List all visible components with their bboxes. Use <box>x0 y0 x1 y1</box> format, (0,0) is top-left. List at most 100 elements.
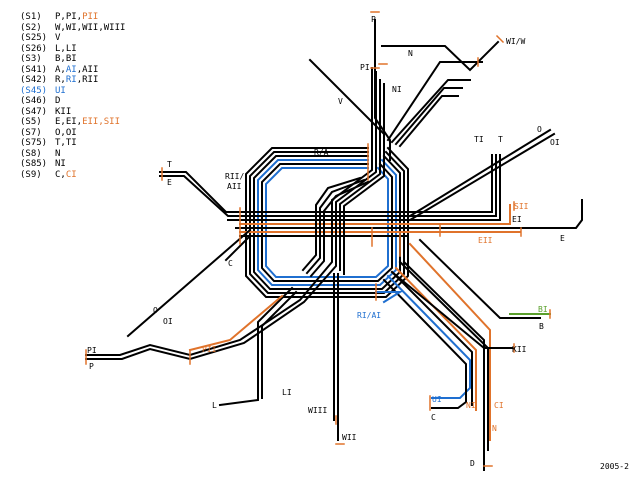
ne-line <box>381 40 500 72</box>
sw-line <box>224 234 252 262</box>
label-b: B <box>539 322 544 331</box>
north-east-lines <box>381 40 500 148</box>
ew-line <box>235 199 583 229</box>
legend-row: (S85)NI <box>20 159 125 170</box>
label-ni-bottom: NI <box>466 401 476 410</box>
se-line <box>402 260 485 471</box>
ring-line <box>245 146 409 298</box>
se-line <box>382 278 467 409</box>
se-line <box>390 270 473 406</box>
legend-branch-names: N <box>55 148 61 159</box>
label-e-left: E <box>167 178 172 187</box>
legend-line-code: (S45) <box>20 85 48 96</box>
ns-line-orange <box>188 294 284 352</box>
legend-branch-names: NI <box>55 159 66 169</box>
legend-line-code: (S47) <box>20 106 48 117</box>
se-line <box>390 270 515 349</box>
ew-line-orange <box>239 204 511 225</box>
label-p-left: P <box>89 362 94 371</box>
ns-line <box>308 58 386 136</box>
legend-branch-names: V <box>55 33 61 43</box>
legend-line-code: (S3) <box>20 54 42 64</box>
label-ei: EI <box>512 215 522 224</box>
ns-line <box>339 79 381 271</box>
legend-row: (S5)E,EI,EII,SII <box>20 117 125 128</box>
label-ci: CI <box>494 401 504 410</box>
legend-line-code: (S1) <box>20 12 42 22</box>
legend-branch-names: W,WI,WII,WIII <box>55 22 126 33</box>
legend-row: (S45)UI <box>20 86 125 97</box>
label-t-left: T <box>167 160 172 169</box>
label-wi-w: WI/W <box>506 37 525 46</box>
label-e-right: E <box>560 234 565 243</box>
legend-branch-names: CI <box>65 169 77 180</box>
legend-branch-names: PII <box>82 12 99 22</box>
legend-line-code: (S25) <box>20 33 48 43</box>
legend-branch-names: KII <box>55 106 72 117</box>
label-pi-left: PI <box>87 346 97 355</box>
ns-line <box>374 19 391 161</box>
legend-row: (S7) O,OI <box>20 128 125 139</box>
legend-branch-names: R, <box>55 75 66 85</box>
legend-row: (S3) B,BI <box>20 54 125 65</box>
ne-line <box>386 61 483 142</box>
legend-branch-names: O,OI <box>55 127 77 138</box>
ns-line <box>305 178 366 275</box>
legend-line-code: (S75) <box>20 138 48 148</box>
legend-row: (S9)C,CI <box>20 170 125 181</box>
label-n-bottom: N <box>492 424 497 433</box>
ne-line <box>394 87 463 146</box>
ne-line <box>390 79 471 144</box>
legend-row: (S25) V <box>20 33 125 44</box>
legend-line-code: (S42) <box>20 75 48 85</box>
label-n-top: N <box>408 49 413 58</box>
legend-row: (S8)N <box>20 149 125 160</box>
legend-row: (S1) P,PI,PII <box>20 12 125 23</box>
legend-line-code: (S2) <box>20 22 42 33</box>
label-l: L <box>212 401 217 410</box>
legend-line-code: (S9) <box>20 169 42 180</box>
label-t-right: T <box>498 135 503 144</box>
label-oi-left: OI <box>163 317 173 326</box>
sw-line <box>126 228 252 338</box>
ring-lines <box>245 146 409 298</box>
label-c-left: C <box>228 259 233 268</box>
se-line-blue <box>386 274 471 399</box>
legend-branch-names: A, <box>55 64 66 75</box>
legend-line-code: (S5) <box>20 117 42 127</box>
legend-branch-names: B,BI <box>55 54 77 64</box>
version-label: 2005-2 <box>600 462 629 471</box>
ring-line <box>261 162 393 282</box>
label-pii: PII <box>202 345 217 354</box>
ns-line <box>309 180 370 278</box>
se-line <box>418 238 541 319</box>
ew-line <box>159 154 493 213</box>
label-rii: RII/ <box>225 172 244 181</box>
label-p-top: P <box>371 15 376 24</box>
legend-row: (S2) W,WI,WII,WIII <box>20 23 125 34</box>
se-line-blue <box>375 291 404 304</box>
ns-line <box>343 83 385 275</box>
label-bi: BI <box>538 305 548 314</box>
label-ni-top: NI <box>392 85 402 94</box>
legend-row: (S41)A,AI,AII <box>20 65 125 76</box>
legend-branch-names: P,PI, <box>55 12 83 22</box>
legend-branch-names: EII,SII <box>82 117 121 127</box>
ew-line <box>408 128 552 218</box>
label-kii: KII <box>512 345 527 354</box>
terminal-ticks <box>85 11 551 467</box>
label-aii: AII <box>227 182 242 191</box>
legend-line-code: (S7) <box>20 127 42 138</box>
se-line-orange <box>408 242 491 441</box>
label-li: LI <box>282 388 292 397</box>
ne-line <box>398 95 459 148</box>
legend-row: (S75) T,TI <box>20 138 125 149</box>
label-o-right: O <box>537 125 542 134</box>
legend-branch-names: T,TI <box>55 138 77 148</box>
legend-line-code: (S26) <box>20 43 48 54</box>
tick-orange <box>85 11 551 467</box>
ns-line <box>218 286 294 407</box>
legend-row: (S42)R,RI,RII <box>20 75 125 86</box>
legend-line-code: (S46) <box>20 96 48 106</box>
